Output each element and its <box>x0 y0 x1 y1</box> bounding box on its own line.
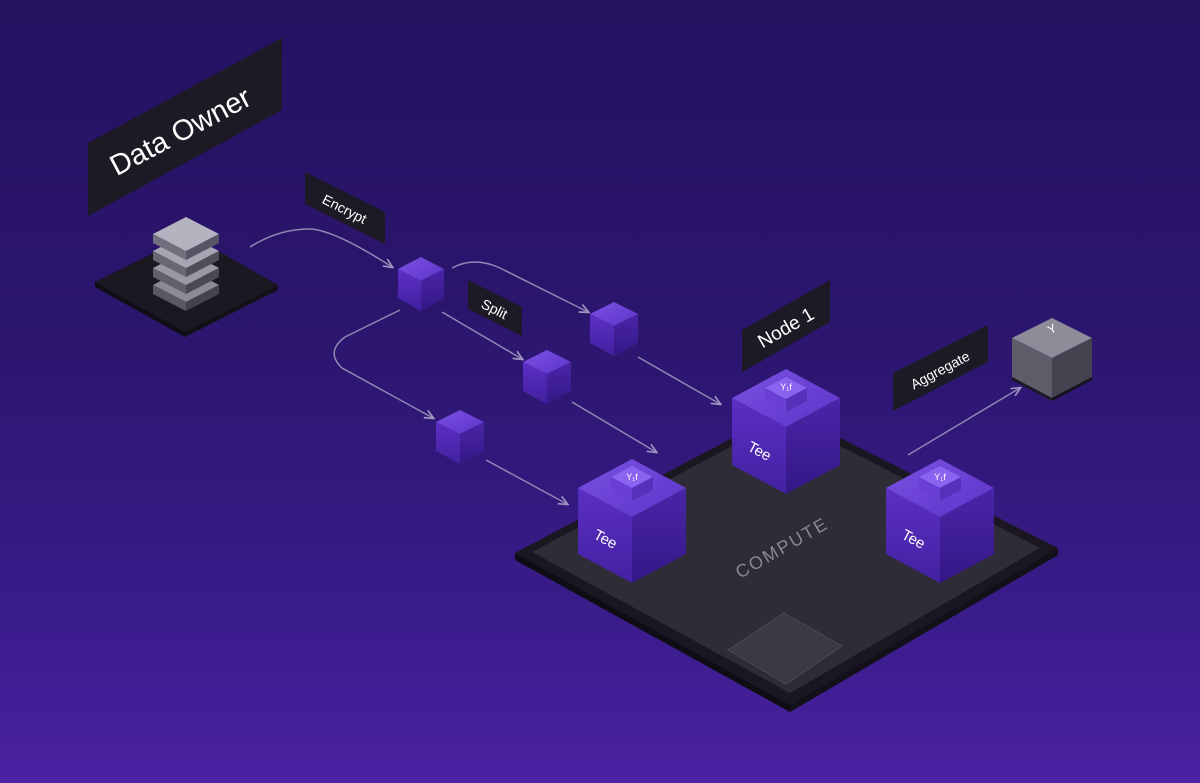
shard-text-center: Y₁f <box>780 382 792 392</box>
compute-chip-pad <box>727 612 843 685</box>
arrow-to-shard-c <box>333 309 433 418</box>
split-label: Split <box>468 280 522 336</box>
tee-cube-right: Y₁f Tee <box>886 459 994 583</box>
data-owner-label: Data Owner <box>88 38 282 216</box>
shard-text-right: Y₁f <box>934 472 946 482</box>
arrow-aggregate-to-result <box>907 388 1020 456</box>
tee-cube-left: Y₁f Tee <box>578 459 686 583</box>
tee-shard-right: Y₁f <box>919 466 961 501</box>
arrow-to-shard-a <box>451 261 588 312</box>
arrow-owner-to-encrypted <box>249 228 392 267</box>
arrow-shard-a-to-node <box>637 356 720 404</box>
aggregate-label: Aggregate <box>893 325 988 411</box>
arrow-shard-b-to-tee <box>571 401 656 452</box>
shard-cube-a <box>590 302 638 356</box>
arrow-shard-c-to-tee <box>485 459 567 504</box>
encrypted-cube <box>398 257 444 311</box>
encrypt-label: Encrypt <box>305 172 385 244</box>
node-label: Node 1 <box>742 280 830 372</box>
tee-shard-center: Y₁f <box>765 377 807 412</box>
shard-text-left: Y₁f <box>626 472 638 482</box>
tee-cube-center: Y₁f Tee <box>732 369 840 494</box>
result-cube: Y <box>1012 318 1092 401</box>
shard-cube-c <box>436 410 484 464</box>
flow-arrows <box>249 228 1020 504</box>
shard-cube-b <box>523 350 571 404</box>
database-icon <box>153 217 219 311</box>
arrow-to-shard-b <box>441 311 522 359</box>
tee-shard-left: Y₁f <box>611 466 653 501</box>
